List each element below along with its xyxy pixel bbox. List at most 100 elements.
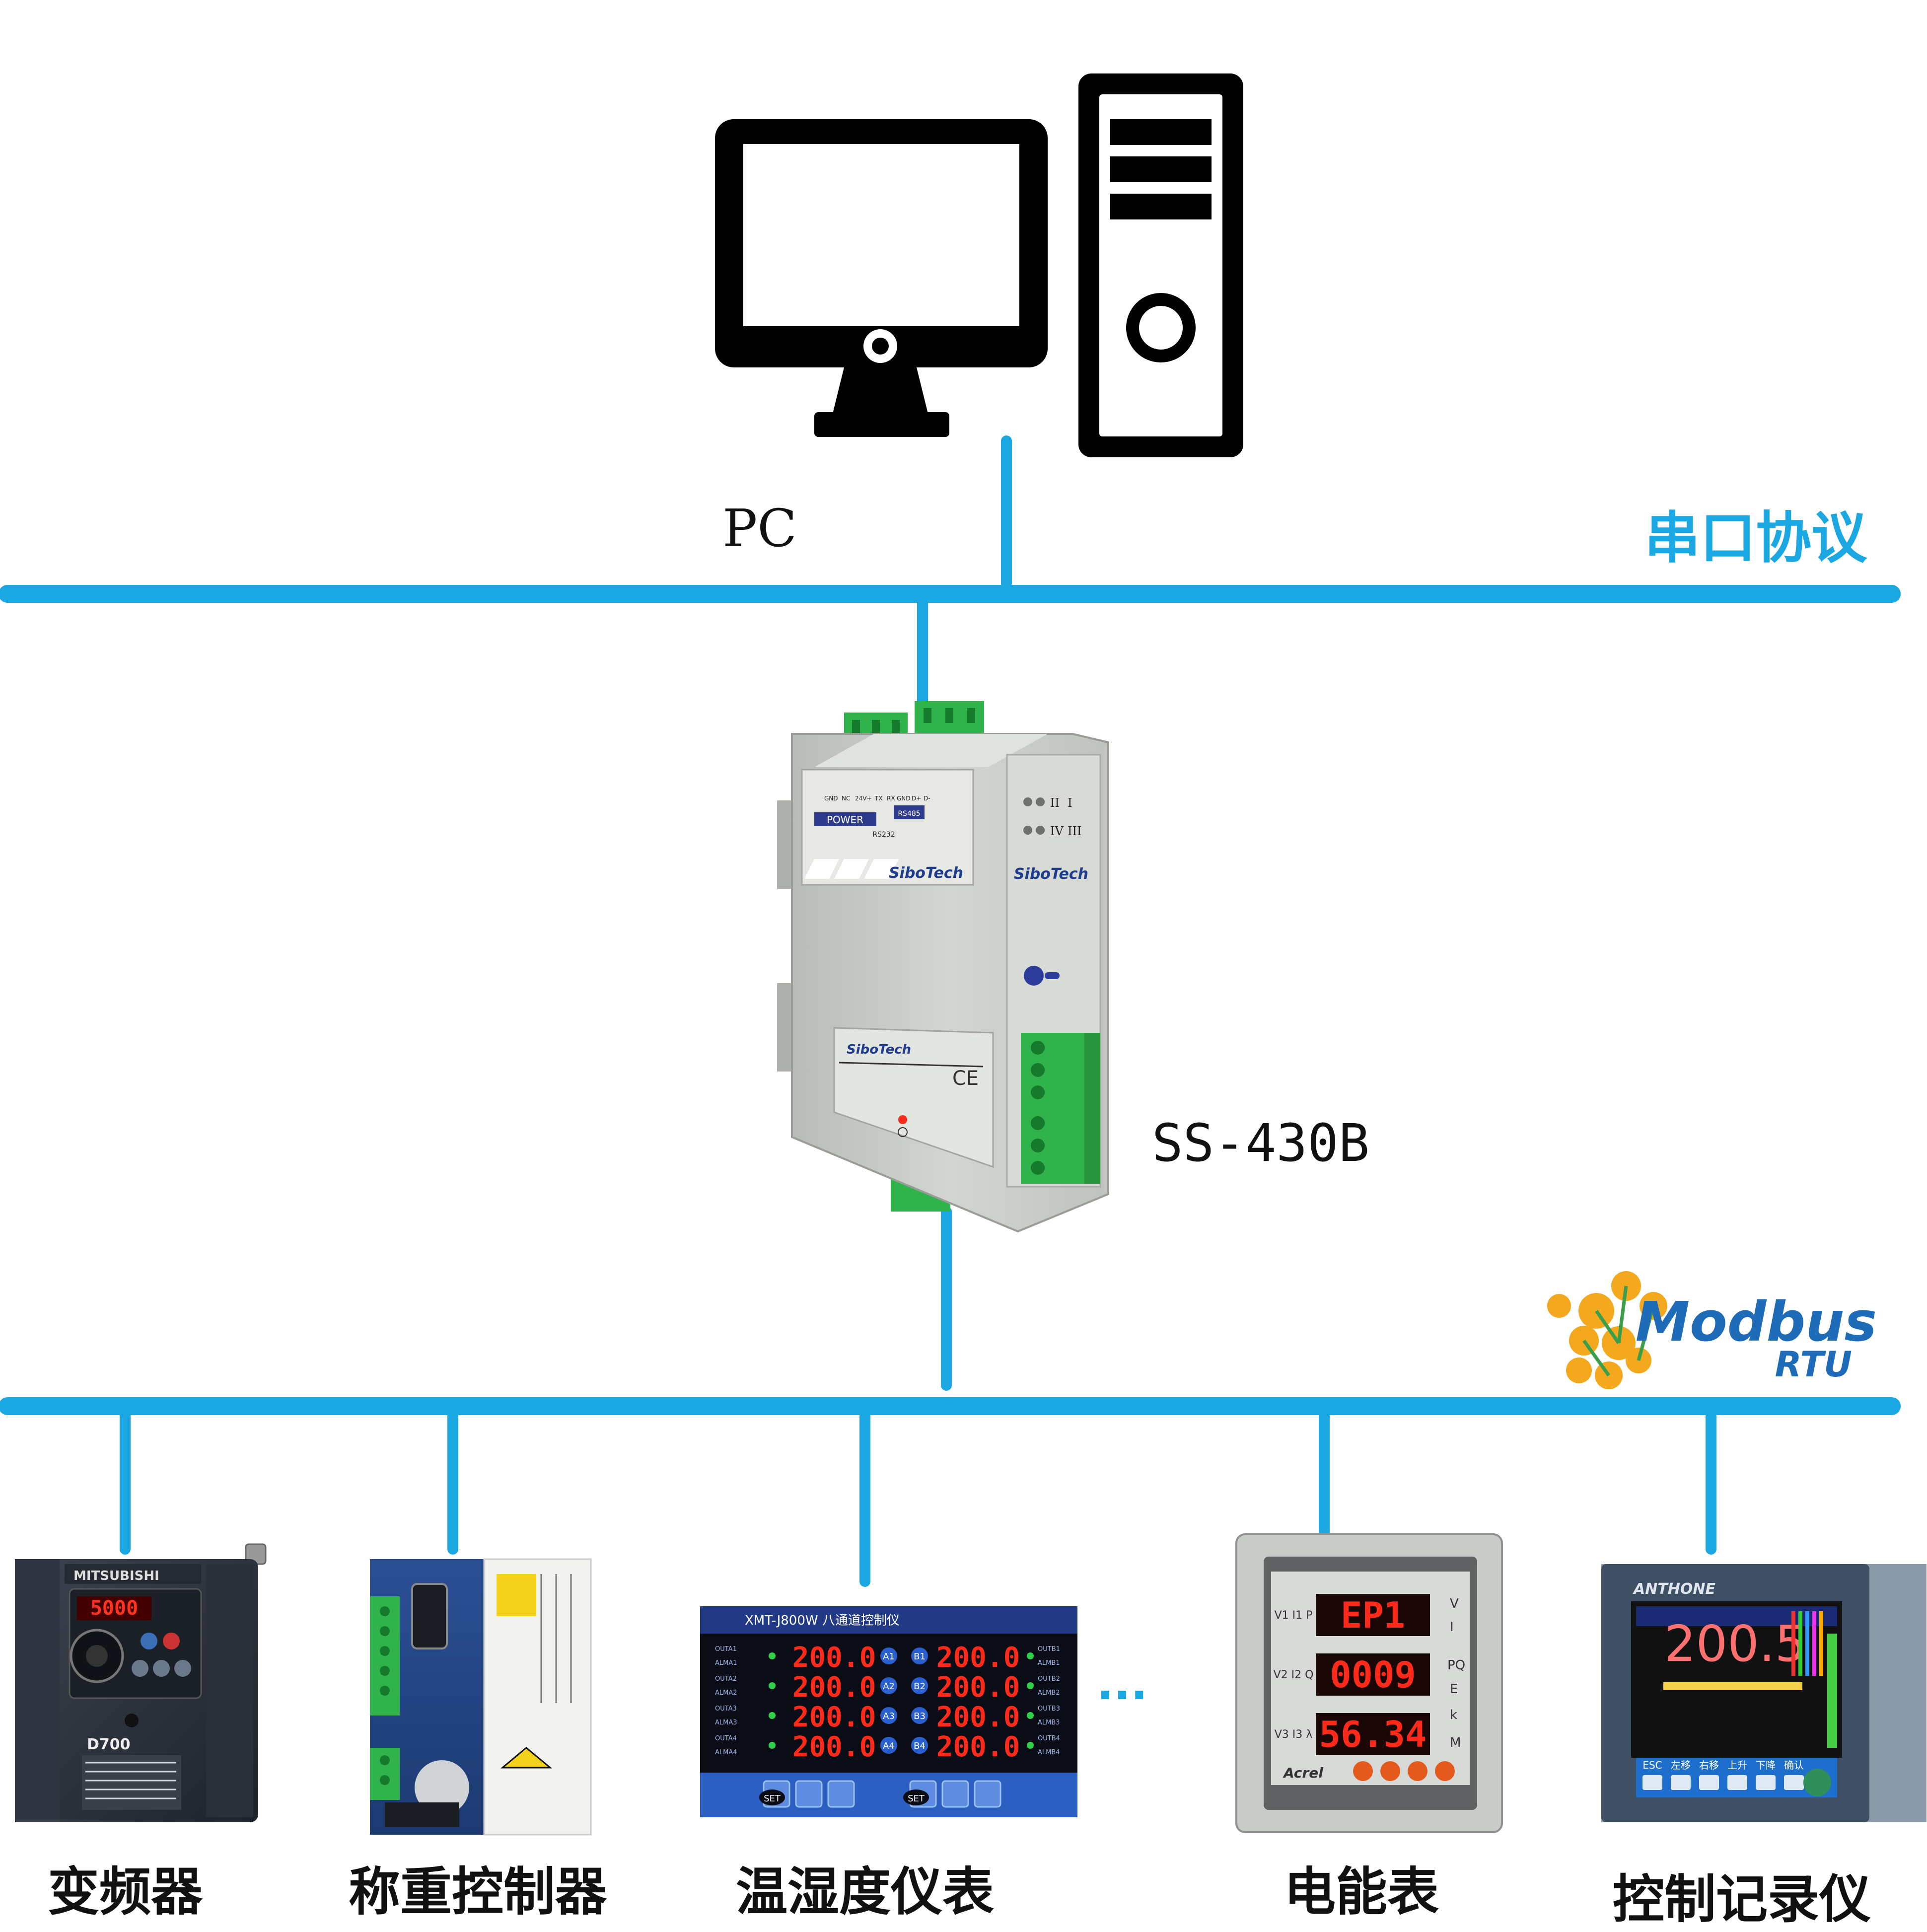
meter-button[interactable]: [1408, 1761, 1427, 1781]
gateway-device: POWER RS485 RS232 GND NC 24V+ TX RX GND …: [777, 701, 1109, 1233]
weighing-device: [370, 1558, 592, 1836]
modbus-word: Modbus: [1636, 1290, 1877, 1354]
meter-button[interactable]: [1380, 1761, 1400, 1781]
recorder-key-label: 右移: [1699, 1759, 1719, 1771]
recorder-key[interactable]: [1671, 1775, 1691, 1790]
recorder-key[interactable]: [1784, 1775, 1804, 1790]
temp-reading: 200.0: [792, 1731, 876, 1763]
recorder-key-label: 确认: [1784, 1759, 1804, 1771]
vfd-pu-button[interactable]: [174, 1660, 191, 1677]
temp-channel-badge: [880, 1737, 897, 1754]
led-label-iv: IV: [1050, 824, 1064, 838]
temp-set-right[interactable]: SET: [908, 1793, 925, 1804]
db9-port: [411, 1583, 448, 1649]
vfd-set-button[interactable]: [153, 1660, 170, 1677]
pin-label: TX: [874, 795, 883, 802]
temp-channel-badge: [880, 1647, 897, 1664]
temp-led: [769, 1742, 776, 1749]
meter-tag: V2 I2 Q: [1274, 1669, 1314, 1681]
temp-led: [769, 1712, 776, 1719]
recorder-knob[interactable]: [1803, 1769, 1831, 1796]
temp-reading: 200.0: [936, 1701, 1020, 1733]
temp-tag: ALMB4: [1038, 1749, 1060, 1756]
vfd-mode-button[interactable]: [132, 1660, 148, 1677]
recorder-key[interactable]: [1756, 1775, 1776, 1790]
temp-channel-label: A2: [883, 1681, 895, 1692]
device-label-weigh: 称重控制器: [348, 1861, 607, 1922]
temp-meter-title: XMT-J800W 八通道控制仪: [745, 1613, 900, 1628]
side-brand: SiboTech: [1014, 865, 1088, 883]
meter-button[interactable]: [1435, 1761, 1455, 1781]
temp-tag: OUTB1: [1038, 1646, 1060, 1653]
temp-channel-badge: [911, 1737, 928, 1754]
device-label-meter: 电能表: [1284, 1861, 1439, 1922]
temp-led: [1027, 1652, 1034, 1659]
panel-brand: SiboTech: [889, 864, 963, 882]
meter-tag: V1 I1 P: [1275, 1609, 1313, 1622]
temp-tag: OUTA1: [715, 1646, 737, 1653]
temp-reading: 200.0: [936, 1731, 1020, 1763]
gateway-model-label: SS-430B: [1152, 1113, 1369, 1173]
vfd-run-button[interactable]: [141, 1633, 157, 1649]
ce-mark: CE: [952, 1067, 979, 1090]
weigh-keypad[interactable]: [415, 1760, 469, 1815]
temp-tag: ALMB1: [1038, 1659, 1060, 1667]
device-label-recorder: 控制记录仪: [1612, 1869, 1871, 1930]
temp-tag: OUTA4: [715, 1735, 737, 1742]
temp-tag: ALMA4: [715, 1749, 737, 1756]
temp-tag: OUTB4: [1038, 1735, 1060, 1742]
temp-channel-badge: [880, 1707, 897, 1724]
led-indicator: [1023, 797, 1032, 806]
vfd-device: MITSUBISHI 5000 D700: [15, 1543, 267, 1822]
reset-button[interactable]: [1024, 966, 1044, 986]
temp-tag: OUTA2: [715, 1675, 737, 1683]
panel-rs485-label: RS485: [898, 810, 920, 818]
recorder-key-label: 下降: [1756, 1759, 1776, 1771]
pin-label: NC: [842, 795, 850, 802]
vfd-stop-button[interactable]: [163, 1633, 180, 1649]
led-label-i: I: [1068, 796, 1072, 810]
device-label-vfd: 变频器: [47, 1861, 203, 1922]
led-indicator: [898, 1115, 907, 1124]
meter-unit: k: [1450, 1708, 1457, 1722]
temp-led: [1027, 1712, 1034, 1719]
recorder-reading: 200.5: [1664, 1615, 1806, 1673]
temp-tag: ALMA2: [715, 1689, 737, 1697]
temp-channel-label: B4: [914, 1741, 926, 1751]
temp-set-left[interactable]: SET: [764, 1793, 781, 1804]
temp-led: [769, 1682, 776, 1689]
side-terminal-upper: [1021, 1033, 1100, 1108]
meter-unit: V: [1450, 1596, 1459, 1611]
recorder-brand: ANTHONE: [1633, 1580, 1716, 1598]
recorder-key[interactable]: [1727, 1775, 1747, 1790]
led-label-ii: II: [1050, 796, 1060, 810]
device-label-temp: 温湿度仪表: [735, 1861, 994, 1922]
meter-reading-2: 0009: [1330, 1654, 1416, 1696]
meter-unit: E: [1450, 1682, 1458, 1697]
temp-reading: 200.0: [792, 1701, 876, 1733]
pin-label: D+: [912, 795, 921, 802]
modbus-rtu-word: RTU: [1775, 1344, 1852, 1385]
temp-channel-badge: [911, 1707, 928, 1724]
led-label-iii: III: [1068, 824, 1081, 838]
temp-tag: ALMB3: [1038, 1719, 1060, 1726]
recorder-key[interactable]: [1642, 1775, 1662, 1790]
recorder-device: ANTHONE 200.5 ESC 左移 右移 上升 下降 确认: [1601, 1564, 1927, 1822]
pc-label: PC: [722, 498, 797, 559]
protocol-label: 串口协议: [1644, 506, 1867, 571]
temp-led: [1027, 1682, 1034, 1689]
pin-label: RX: [887, 795, 895, 802]
recorder-key-label: 左移: [1671, 1759, 1691, 1771]
temp-channel-label: B3: [914, 1711, 926, 1721]
recorder-key-label: 上升: [1727, 1759, 1747, 1771]
modbus-logo: Modbus RTU: [1547, 1271, 1877, 1389]
meter-button[interactable]: [1353, 1761, 1373, 1781]
led-indicator: [1036, 826, 1045, 835]
led-indicator: [1023, 826, 1032, 835]
temp-channel-label: A1: [883, 1651, 895, 1662]
energy-meter-device: EP1 0009 56.34 V1 I1 P V2 I2 Q V3 I3 λ V…: [1235, 1533, 1503, 1833]
meter-unit: M: [1450, 1735, 1461, 1750]
more-devices-ellipsis: ···: [1097, 1669, 1148, 1721]
meter-reading-3: 56.34: [1319, 1714, 1427, 1755]
recorder-key[interactable]: [1699, 1775, 1719, 1790]
